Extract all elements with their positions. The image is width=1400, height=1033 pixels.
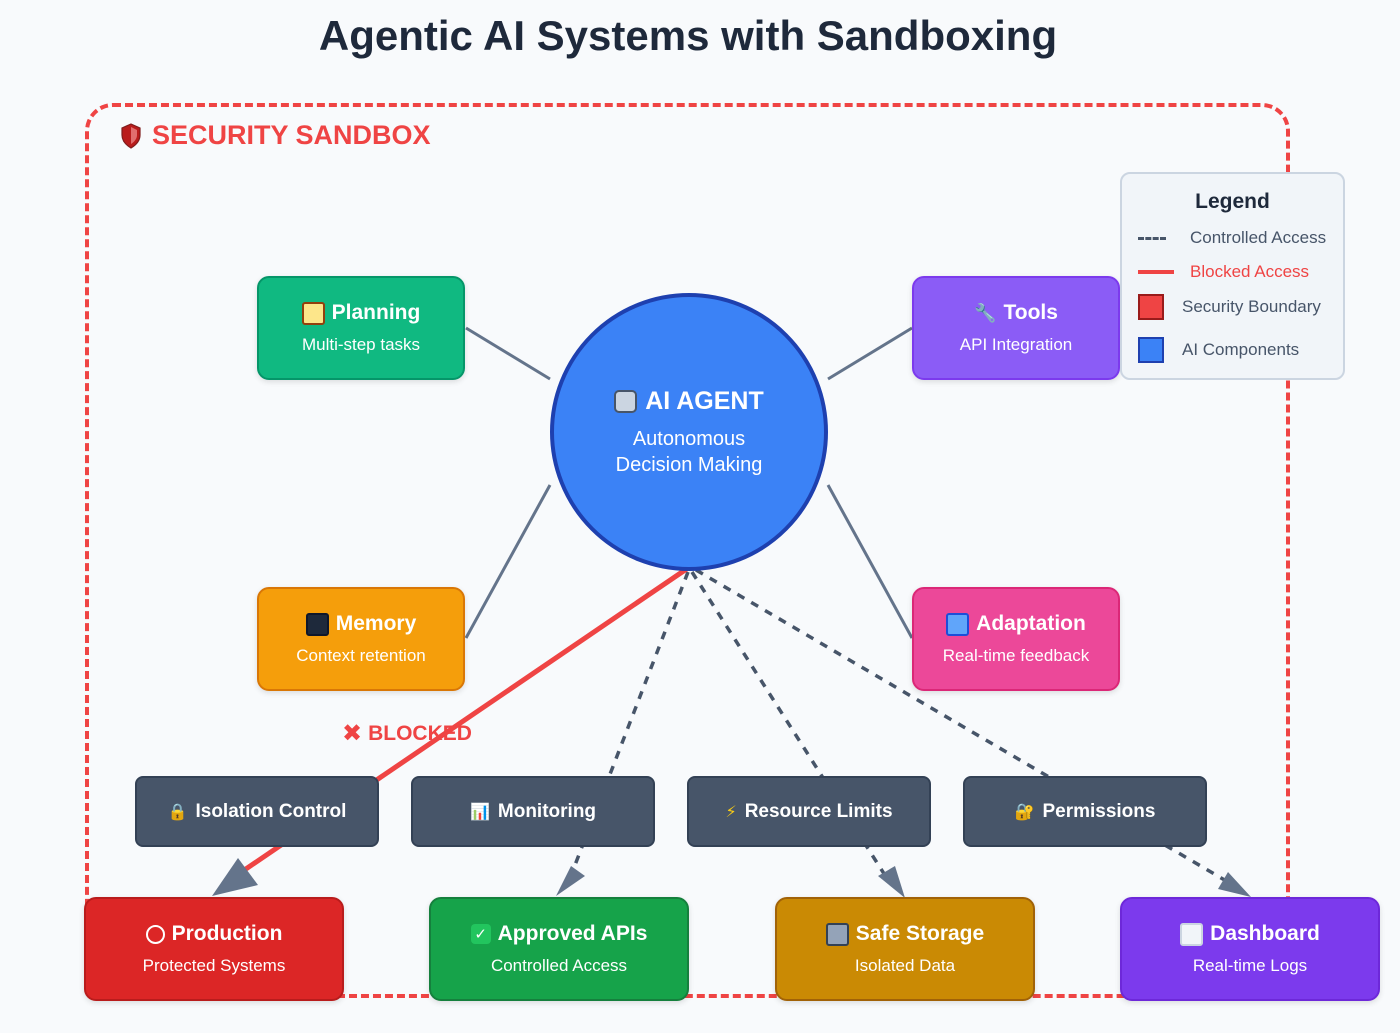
memory-node[interactable]: Memory Context retention (257, 587, 465, 691)
production-subtitle: Protected Systems (142, 956, 286, 975)
agent-subtitle-line2: Decision Making (615, 453, 763, 476)
adaptation-title: Adaptation (976, 612, 1086, 635)
cross-mark-icon: ✖ (342, 720, 363, 747)
legend-swatch-dashed (1138, 236, 1166, 240)
diagram-title: Agentic AI Systems with Sandboxing (318, 12, 1058, 59)
robot-icon (614, 389, 638, 413)
legend-swatch-red-box (1138, 294, 1164, 320)
blocked-label: ✖ BLOCKED (342, 722, 472, 746)
control-permissions[interactable]: 🔐 Permissions (963, 776, 1207, 847)
control-permissions-label: Permissions (1042, 800, 1156, 822)
tools-subtitle: API Integration (959, 335, 1073, 354)
legend-title: Legend (1195, 190, 1270, 213)
wrench-icon: 🔧 (974, 302, 997, 323)
production-node[interactable]: Production Protected Systems (84, 897, 344, 1001)
safe-storage-subtitle: Isolated Data (854, 956, 956, 975)
legend-label-blocked: Blocked Access (1190, 262, 1310, 281)
tools-node[interactable]: 🔧 Tools API Integration (912, 276, 1120, 380)
approved-apis-subtitle: Controlled Access (490, 956, 628, 975)
planning-node[interactable]: Planning Multi-step tasks (257, 276, 465, 380)
link-adaptation (826, 484, 914, 639)
legend-label-boundary: Security Boundary (1182, 297, 1321, 316)
approved-apis-node[interactable]: ✓ Approved APIs Controlled Access (429, 897, 689, 1001)
planning-title: Planning (331, 301, 421, 324)
floppy-disk-icon (305, 612, 329, 636)
arrow-head-approved-apis (556, 866, 585, 896)
legend-item-boundary: Security Boundary (1138, 294, 1321, 320)
no-entry-icon (145, 924, 165, 944)
planning-subtitle: Multi-step tasks (301, 335, 421, 354)
legend-label-ai: AI Components (1182, 340, 1300, 359)
arrow-head-safe-storage (878, 866, 905, 898)
ai-agent-node[interactable]: AI AGENT Autonomous Decision Making (550, 293, 828, 571)
agent-title: AI AGENT (645, 386, 764, 415)
legend-item-controlled: Controlled Access (1138, 228, 1326, 248)
sandbox-label-text: SECURITY SANDBOX (152, 120, 431, 150)
adaptation-subtitle: Real-time feedback (942, 646, 1090, 665)
approved-apis-title: Approved APIs (497, 922, 648, 945)
link-memory (464, 484, 552, 639)
agent-subtitle-line1: Autonomous (632, 427, 746, 450)
lightning-icon: ⚡ (725, 803, 737, 821)
safe-storage-title: Safe Storage (855, 922, 985, 945)
legend-label-controlled: Controlled Access (1190, 228, 1327, 247)
blocked-label-text: BLOCKED (368, 722, 472, 745)
memory-title: Memory (335, 612, 417, 635)
control-isolation-label: Isolation Control (195, 800, 347, 822)
legend-item-blocked: Blocked Access (1138, 262, 1309, 282)
control-monitoring[interactable]: 📊 Monitoring (411, 776, 655, 847)
lock-icon: 🔒 (167, 803, 188, 821)
memory-subtitle: Context retention (296, 646, 426, 665)
cabinet-icon (825, 922, 849, 946)
link-planning (465, 326, 551, 381)
legend-item-ai: AI Components (1138, 337, 1299, 363)
refresh-icon (946, 612, 970, 636)
arrow-head-production (212, 858, 258, 896)
legend-swatch-solid-red (1138, 270, 1174, 274)
tools-title: Tools (1003, 301, 1058, 324)
clipboard-icon (301, 301, 325, 325)
shield-icon (121, 122, 141, 149)
dashboard-subtitle: Real-time Logs (1192, 956, 1308, 975)
link-tools (827, 326, 913, 381)
production-title: Production (171, 922, 283, 945)
control-resource-limits-label: Resource Limits (744, 800, 893, 822)
trend-chart-icon (1180, 922, 1204, 946)
dashboard-node[interactable]: Dashboard Real-time Logs (1120, 897, 1380, 1001)
control-monitoring-label: Monitoring (497, 800, 597, 822)
adaptation-node[interactable]: Adaptation Real-time feedback (912, 587, 1120, 691)
control-resource-limits[interactable]: ⚡ Resource Limits (687, 776, 931, 847)
legend: Legend Controlled Access Blocked Access … (1120, 172, 1345, 380)
security-sandbox-boundary (85, 103, 1290, 998)
check-mark-icon: ✓ (470, 924, 491, 944)
bar-chart-icon: 📊 (469, 803, 490, 821)
key-lock-icon: 🔐 (1014, 803, 1035, 821)
sandbox-label: SECURITY SANDBOX (120, 120, 431, 151)
legend-swatch-blue-box (1138, 337, 1164, 363)
arrow-head-dashboard (1218, 872, 1251, 897)
control-isolation[interactable]: 🔒 Isolation Control (135, 776, 379, 847)
dashboard-title: Dashboard (1210, 922, 1320, 945)
safe-storage-node[interactable]: Safe Storage Isolated Data (775, 897, 1035, 1001)
